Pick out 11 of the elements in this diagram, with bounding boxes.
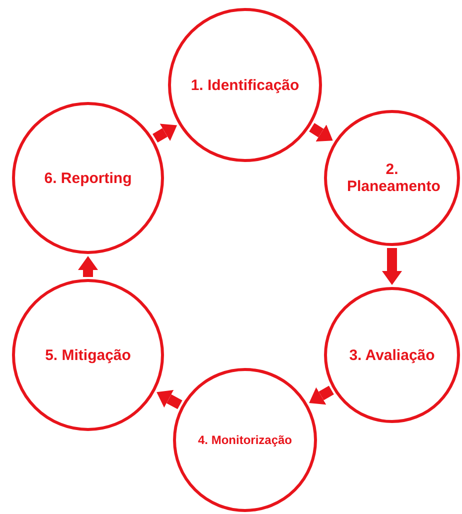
arrow xyxy=(152,124,178,143)
step-label: 5. Mitigação xyxy=(44,346,132,364)
step-label: 4. Monitorização xyxy=(196,433,293,447)
step-label: 6. Reporting xyxy=(43,170,133,186)
arrow xyxy=(309,123,333,142)
arrow xyxy=(309,386,334,405)
arrow xyxy=(78,256,98,277)
arrow xyxy=(156,390,182,410)
step-label: 3. Avaliação xyxy=(348,346,436,364)
step-label: 1. Identificação xyxy=(190,76,300,94)
arrow xyxy=(382,248,402,285)
